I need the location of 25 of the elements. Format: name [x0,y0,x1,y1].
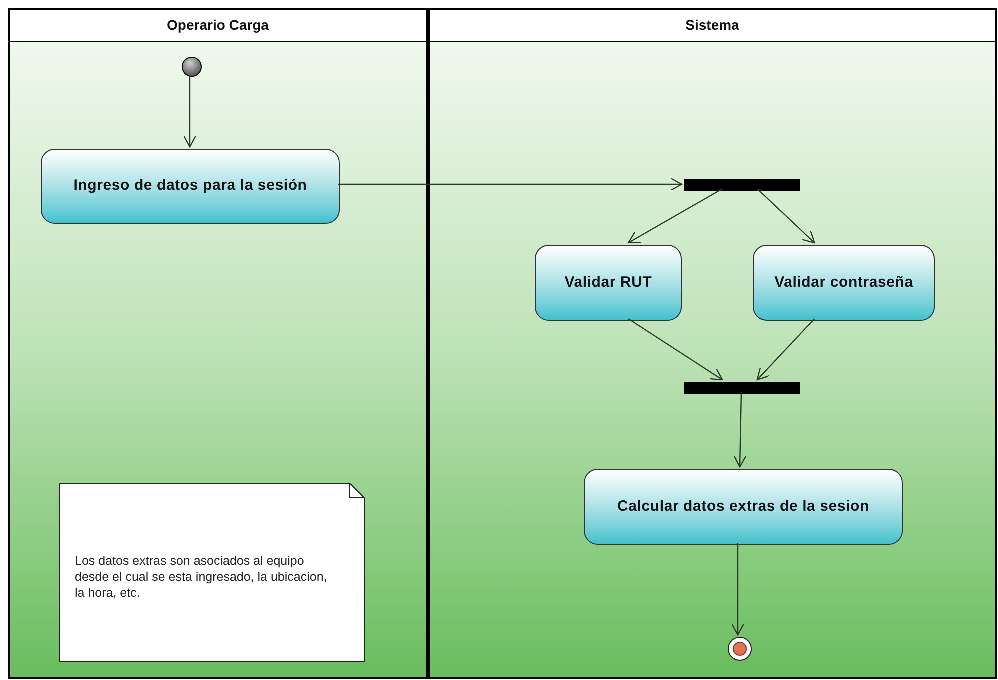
note-text: Los datos extras son asociados al equipo desde el cual se esta ingresado, la ubicacion, la hora, etc. [75,553,328,601]
arrow [338,178,683,192]
arrow [734,392,747,468]
initial-node [182,57,202,77]
swimlane [8,8,428,679]
action-box [41,149,340,224]
arrow [183,75,197,148]
action-label: Validar contraseña [774,272,914,293]
lane-title: Operario Carga [167,16,269,35]
arrow [628,318,724,381]
action-box [535,245,682,321]
arrow [756,318,816,381]
lane-title: Sistema [686,16,740,35]
fork-bar [684,382,800,394]
fork-bar [684,179,800,191]
action-box [584,469,903,545]
arrow [628,188,723,244]
action-label: Ingreso de datos para la sesión [74,176,308,196]
swimlane [428,8,997,679]
action-label: Calcular datos extras de la sesion [618,496,870,517]
final-node [728,637,752,661]
action-box [753,245,935,321]
arrow [731,543,745,636]
action-label: Validar RUT [564,272,652,293]
arrow [756,188,816,244]
